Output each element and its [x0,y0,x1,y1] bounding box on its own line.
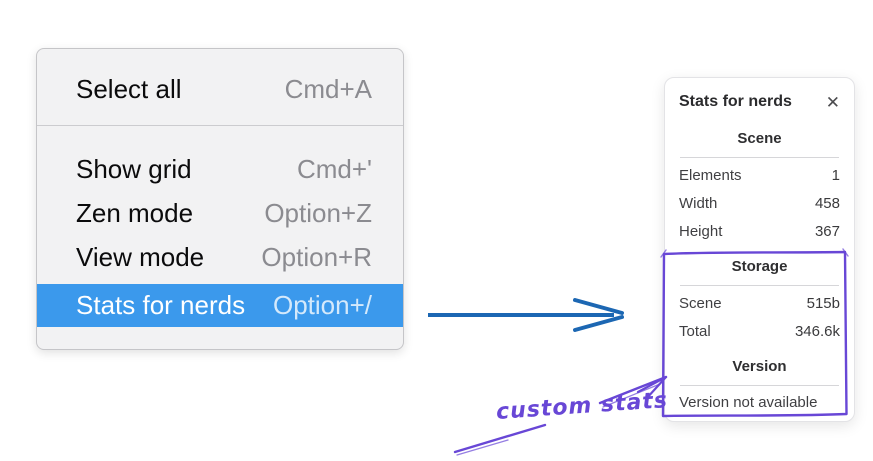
stat-value: 458 [814,194,840,212]
stats-panel: Stats for nerds ✕ Scene Elements 1 Width… [664,77,855,422]
stat-label: Scene [679,294,722,312]
stat-label: Elements [679,166,742,184]
menu-item-label: Stats for nerds [76,290,246,320]
annotation-box-icon [660,248,849,418]
stat-label: Total [679,322,711,340]
menu-item-label: Zen mode [76,197,194,228]
menu-item-shortcut: Cmd+' [296,153,372,184]
menu-item-zen-mode[interactable]: Zen mode Option+Z [37,191,403,235]
menu-item-shortcut: Option+/ [272,290,372,320]
section-heading-version: Version [732,358,787,375]
annotation-arrow-icon [453,375,668,456]
stat-label: Height [679,222,723,240]
section-scene: Scene Elements 1 Width 458 Height 367 [679,128,840,245]
flow-arrow-icon [428,298,624,332]
menu-item-shortcut: Option+R [261,241,372,272]
menu-item-shortcut: Option+Z [264,197,372,228]
stat-row-width: Width 458 [679,189,840,217]
menu-item-shortcut: Cmd+A [284,73,372,104]
stat-row-total: Total 346.6k [679,317,840,345]
stats-panel-header: Stats for nerds ✕ [679,90,840,114]
menu-item-select-all[interactable]: Select all Cmd+A [37,69,403,109]
close-button[interactable]: ✕ [826,94,840,111]
menu-item-label: Select all [76,73,182,104]
stat-row-scene: Scene 515b [679,289,840,317]
menu-item-label: Show grid [76,153,192,184]
stat-value: 367 [814,222,840,240]
stat-value: 1 [831,166,840,184]
close-icon: ✕ [825,92,840,112]
stat-row-elements: Elements 1 [679,161,840,189]
stat-value: 346.6k [794,322,840,340]
section-storage: Storage Scene 515b Total 346.6k [679,256,840,345]
context-menu: Select all Cmd+A Show grid Cmd+' Zen mod… [36,48,404,350]
version-note: Version not available [679,394,818,411]
menu-item-view-mode[interactable]: View mode Option+R [37,235,403,279]
section-version: Version Version not available [679,356,840,416]
stats-panel-title: Stats for nerds [679,93,792,110]
section-divider [680,385,839,386]
menu-item-stats-for-nerds[interactable]: Stats for nerds Option+/ [37,284,403,327]
section-divider [680,157,839,158]
menu-divider [37,125,403,126]
menu-item-show-grid[interactable]: Show grid Cmd+' [37,147,403,191]
stat-row-height: Height 367 [679,217,840,245]
section-heading-storage: Storage [731,258,788,275]
section-heading-scene: Scene [737,130,782,147]
stat-label: Width [679,194,718,212]
stat-value: 515b [806,294,840,312]
section-divider [680,285,839,286]
menu-item-label: View mode [76,241,205,272]
